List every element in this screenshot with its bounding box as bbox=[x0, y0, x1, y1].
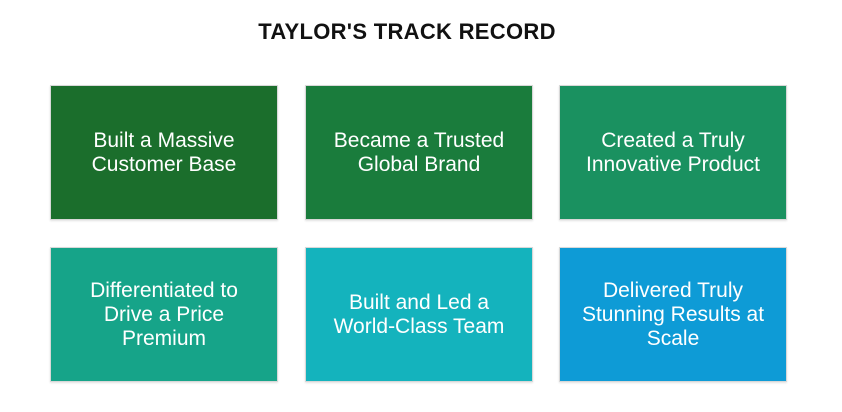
track-record-card-price-premium: Differentiated to Drive a Price Premium bbox=[50, 247, 278, 382]
track-record-card-stunning-results: Delivered Truly Stunning Results at Scal… bbox=[559, 247, 787, 382]
page-title: TAYLOR'S TRACK RECORD bbox=[258, 19, 556, 44]
track-record-card-world-class-team: Built and Led a World-Class Team bbox=[305, 247, 533, 382]
card-label: Differentiated to Drive a Price Premium bbox=[90, 278, 238, 350]
card-label: Delivered Truly Stunning Results at Scal… bbox=[581, 278, 765, 350]
track-record-card-customer-base: Built a Massive Customer Base bbox=[50, 85, 278, 220]
card-label: Built and Led a World-Class Team bbox=[333, 290, 505, 338]
card-label: Created a Truly Innovative Product bbox=[586, 128, 760, 176]
track-record-card-global-brand: Became a Trusted Global Brand bbox=[305, 85, 533, 220]
card-label: Became a Trusted Global Brand bbox=[333, 128, 505, 176]
track-record-card-innovative-product: Created a Truly Innovative Product bbox=[559, 85, 787, 220]
card-label: Built a Massive Customer Base bbox=[91, 128, 237, 176]
